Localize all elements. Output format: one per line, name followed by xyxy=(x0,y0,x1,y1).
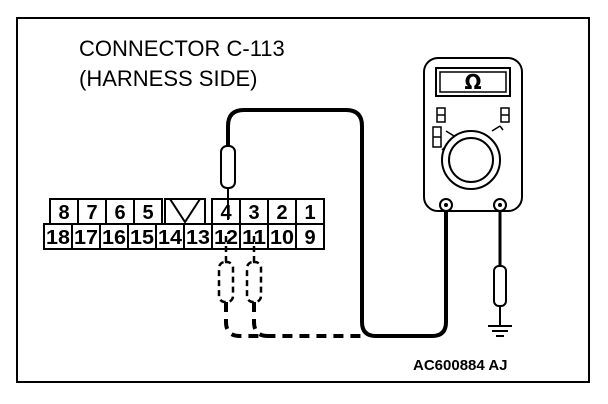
connector-top-pins: 8 7 6 5 4 3 2 1 xyxy=(58,202,315,224)
connector-bottom-pins: 18 17 16 15 14 13 12 11 10 9 xyxy=(46,227,316,249)
pin-label: 5 xyxy=(142,202,153,224)
pin-label: 10 xyxy=(270,227,294,249)
meter-lead-wire xyxy=(226,108,448,338)
pin-label: 13 xyxy=(186,227,210,249)
ohmmeter: Ω xyxy=(423,57,523,212)
pin-label: 8 xyxy=(58,202,69,224)
pin-label: 7 xyxy=(86,202,97,224)
pin-label: 9 xyxy=(304,227,315,249)
pin-label: 6 xyxy=(114,202,125,224)
pin-label: 16 xyxy=(102,227,126,249)
pin-label: 18 xyxy=(46,227,70,249)
ohm-symbol: Ω xyxy=(464,70,481,94)
connector-subtitle: (HARNESS SIDE) xyxy=(79,66,258,91)
pin-label: 1 xyxy=(304,202,315,224)
dashed-probes-12-11 xyxy=(217,236,263,304)
dashed-lead-wire xyxy=(224,302,362,338)
diagram-frame xyxy=(16,17,590,383)
test-probe-pin4 xyxy=(220,145,236,220)
connector-c113 xyxy=(43,198,325,250)
ground-lead xyxy=(493,211,507,326)
figure-code: AC600884 AJ xyxy=(413,357,508,374)
pin-label: 3 xyxy=(248,202,259,224)
pin-label: 14 xyxy=(158,227,183,249)
pin-label: 4 xyxy=(220,202,232,224)
connector-title: CONNECTOR C-113 xyxy=(79,36,285,61)
ground-symbol-icon xyxy=(488,325,512,337)
pin-label: 2 xyxy=(276,202,287,224)
pin-label: 15 xyxy=(130,227,154,249)
pin-label: 17 xyxy=(74,227,98,249)
